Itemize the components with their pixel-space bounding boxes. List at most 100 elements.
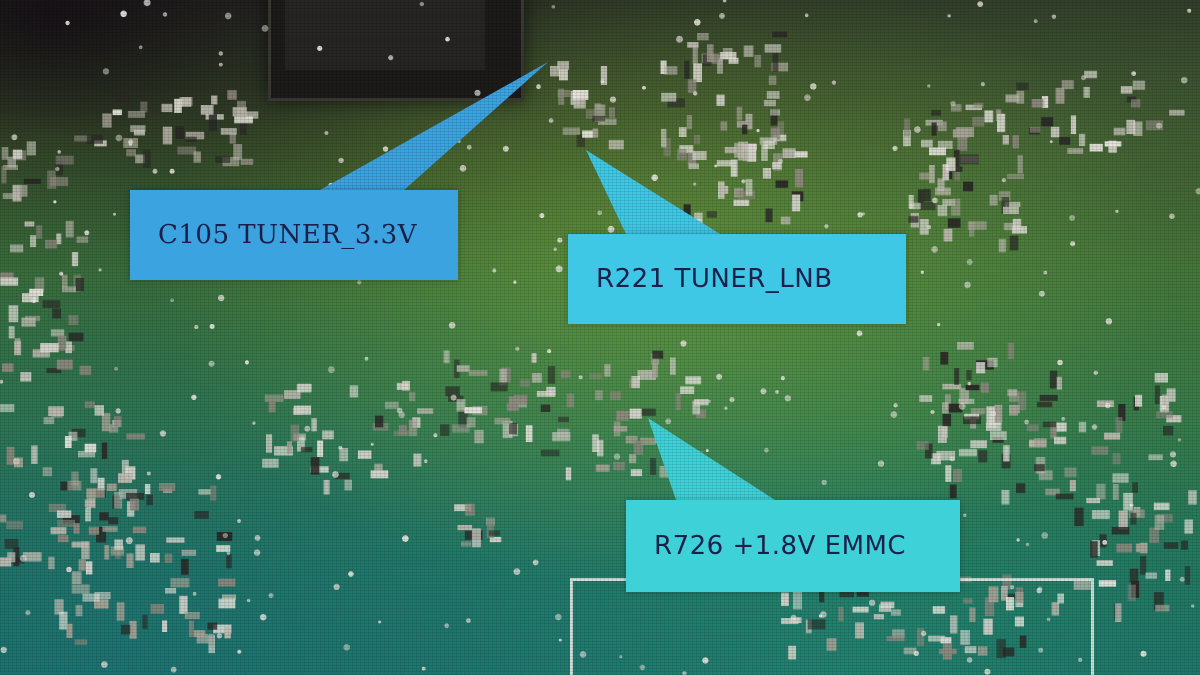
smd-part — [48, 556, 55, 570]
smd-part — [640, 437, 656, 445]
smd-part — [970, 440, 987, 449]
via-hole — [702, 657, 709, 664]
smd-part — [1148, 454, 1163, 461]
smd-part — [728, 57, 739, 64]
via-hole — [0, 379, 4, 384]
smd-part — [659, 466, 670, 478]
smd-part — [1155, 604, 1170, 612]
smd-part — [68, 431, 78, 441]
smd-part — [1165, 569, 1171, 581]
smd-part — [1074, 507, 1084, 527]
smd-part — [8, 326, 15, 339]
smd-part — [994, 404, 1003, 423]
smd-part — [761, 144, 768, 161]
smd-part — [997, 113, 1006, 133]
smd-part — [1108, 140, 1117, 153]
smd-part — [29, 288, 44, 296]
smd-part — [494, 417, 511, 425]
smd-part — [22, 293, 39, 303]
via-hole — [388, 55, 394, 61]
smd-part — [4, 538, 19, 549]
smd-part — [1050, 126, 1060, 138]
smd-part — [1130, 512, 1137, 525]
smd-part — [1154, 514, 1165, 530]
via-hole — [423, 459, 428, 464]
smd-part — [1184, 566, 1191, 585]
smd-part — [129, 620, 137, 639]
via-hole — [1115, 209, 1119, 213]
smd-part — [852, 606, 869, 613]
smd-part — [1009, 405, 1020, 414]
smd-part — [976, 362, 986, 374]
via-hole — [304, 425, 311, 432]
smd-part — [630, 469, 642, 477]
smd-part — [768, 75, 777, 85]
smd-part — [1111, 526, 1130, 535]
smd-part — [1153, 502, 1170, 511]
via-hole — [115, 134, 123, 142]
smd-part — [60, 481, 73, 491]
smd-part — [402, 380, 410, 391]
smd-part — [222, 594, 237, 601]
smd-part — [10, 244, 24, 253]
smd-part — [908, 216, 919, 223]
via-hole — [579, 651, 587, 658]
smd-part — [2, 193, 20, 199]
smd-part — [951, 104, 962, 112]
smd-part — [82, 593, 100, 602]
smd-part — [1007, 173, 1024, 180]
smd-part — [97, 477, 105, 492]
smd-part — [697, 33, 709, 41]
smd-part — [613, 461, 625, 471]
callout-r221-text: R221 TUNER_LNB — [596, 264, 833, 294]
smd-part — [1120, 86, 1133, 94]
smd-part — [747, 143, 757, 162]
via-hole — [1191, 604, 1195, 608]
smd-part — [14, 340, 22, 356]
smd-part — [50, 329, 65, 337]
via-hole — [466, 618, 471, 623]
smd-part — [540, 449, 560, 457]
smd-part — [71, 428, 86, 438]
smd-part — [48, 503, 67, 513]
via-hole — [804, 94, 811, 101]
smd-part — [792, 591, 802, 610]
via-hole — [1078, 657, 1083, 662]
smd-part — [502, 421, 513, 439]
via-hole — [159, 430, 166, 437]
smd-part — [232, 107, 247, 117]
smd-part — [1003, 206, 1019, 214]
smd-part — [1001, 490, 1010, 505]
smd-part — [1166, 388, 1176, 402]
smd-part — [565, 467, 572, 481]
smd-part — [229, 133, 236, 144]
smd-part — [667, 98, 685, 108]
smd-part — [1059, 136, 1071, 145]
via-hole — [218, 51, 223, 56]
via-hole — [348, 571, 354, 577]
smd-part — [687, 152, 697, 165]
smd-part — [7, 552, 16, 563]
smd-part — [600, 66, 608, 85]
smd-part — [129, 498, 139, 511]
smd-part — [794, 151, 808, 158]
smd-part — [984, 110, 994, 123]
via-hole — [216, 633, 223, 639]
via-hole — [914, 126, 921, 133]
via-hole — [532, 559, 539, 566]
smd-part — [198, 489, 211, 495]
smd-part — [488, 530, 500, 536]
via-hole — [444, 623, 450, 629]
smd-part — [1126, 119, 1136, 135]
smd-part — [73, 523, 80, 534]
smd-part — [919, 219, 929, 235]
smd-part — [1034, 438, 1047, 447]
smd-part — [942, 643, 952, 660]
via-hole — [98, 268, 102, 272]
smd-part — [67, 480, 82, 491]
smd-part — [983, 618, 993, 635]
via-hole — [913, 650, 919, 657]
smd-part — [953, 469, 962, 482]
smd-part — [678, 127, 687, 137]
